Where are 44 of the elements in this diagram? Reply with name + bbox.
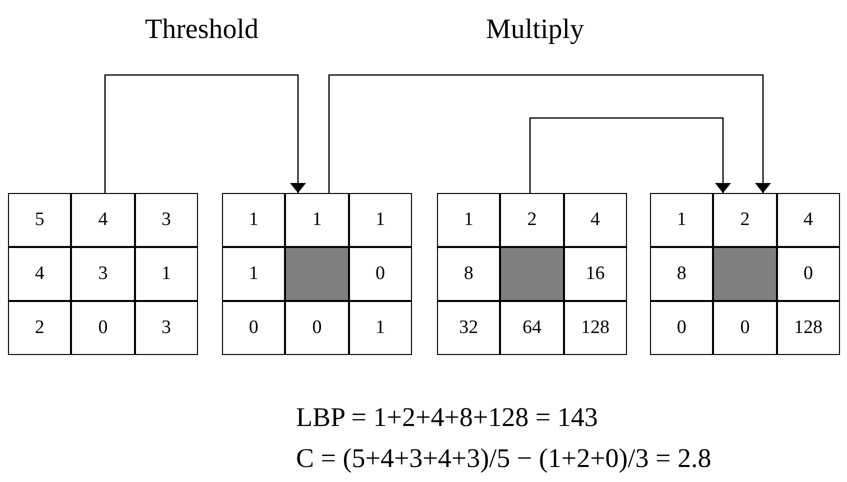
grid-cell: 4 — [8, 247, 72, 301]
pixel-grid — [222, 193, 412, 355]
grid-cell: 64 — [500, 301, 564, 355]
grid-cell: 3 — [134, 193, 198, 247]
grid-cell: 1 — [348, 193, 412, 247]
formula: C = (5+4+3+4+3)/5 − (1+2+0)/3 = 2.8 — [296, 443, 712, 474]
grid-cell: 4 — [564, 193, 627, 247]
grid-cell: 1 — [650, 193, 714, 247]
arrow — [529, 117, 731, 193]
formula: LBP = 1+2+4+8+128 = 143 — [296, 402, 598, 433]
grid-cell: 0 — [650, 301, 714, 355]
arrow — [104, 74, 306, 193]
grid-cell: 1 — [285, 193, 349, 247]
grid-cell: 0 — [71, 301, 135, 355]
pixel-grid — [437, 193, 627, 355]
grid-cell: 5 — [8, 193, 72, 247]
grid-cell: 4 — [776, 193, 840, 247]
grid-cell: 2 — [713, 193, 777, 247]
arrow — [328, 74, 771, 193]
grid-cell: 0 — [222, 301, 286, 355]
grid-cell: 1 — [134, 247, 198, 301]
grid-cell: 3 — [71, 247, 135, 301]
grid-cell: 16 — [564, 247, 627, 301]
grid-cell: 8 — [650, 247, 714, 301]
grid-cell: 32 — [437, 301, 500, 355]
pixel-grid — [8, 193, 198, 355]
grid-cell: 8 — [437, 247, 500, 301]
grid-cell: 3 — [134, 301, 198, 355]
grid-cell: 1 — [348, 301, 412, 355]
grid-cell: 0 — [713, 301, 777, 355]
grid-cell: 128 — [776, 301, 840, 355]
grid-cell: 0 — [348, 247, 412, 301]
grid-cell: 2 — [500, 193, 564, 247]
pixel-grid — [650, 193, 840, 355]
grid-cell: 2 — [8, 301, 72, 355]
grid-cell: 1 — [222, 193, 286, 247]
grid-cell: 4 — [71, 193, 135, 247]
grid-cell: 0 — [776, 247, 840, 301]
step-label: Threshold — [145, 14, 259, 46]
grid-cell: 1 — [437, 193, 500, 247]
step-label: Multiply — [486, 14, 584, 46]
grid-cell: 128 — [564, 301, 627, 355]
grid-cell: 0 — [285, 301, 349, 355]
grid-cell: 1 — [222, 247, 286, 301]
